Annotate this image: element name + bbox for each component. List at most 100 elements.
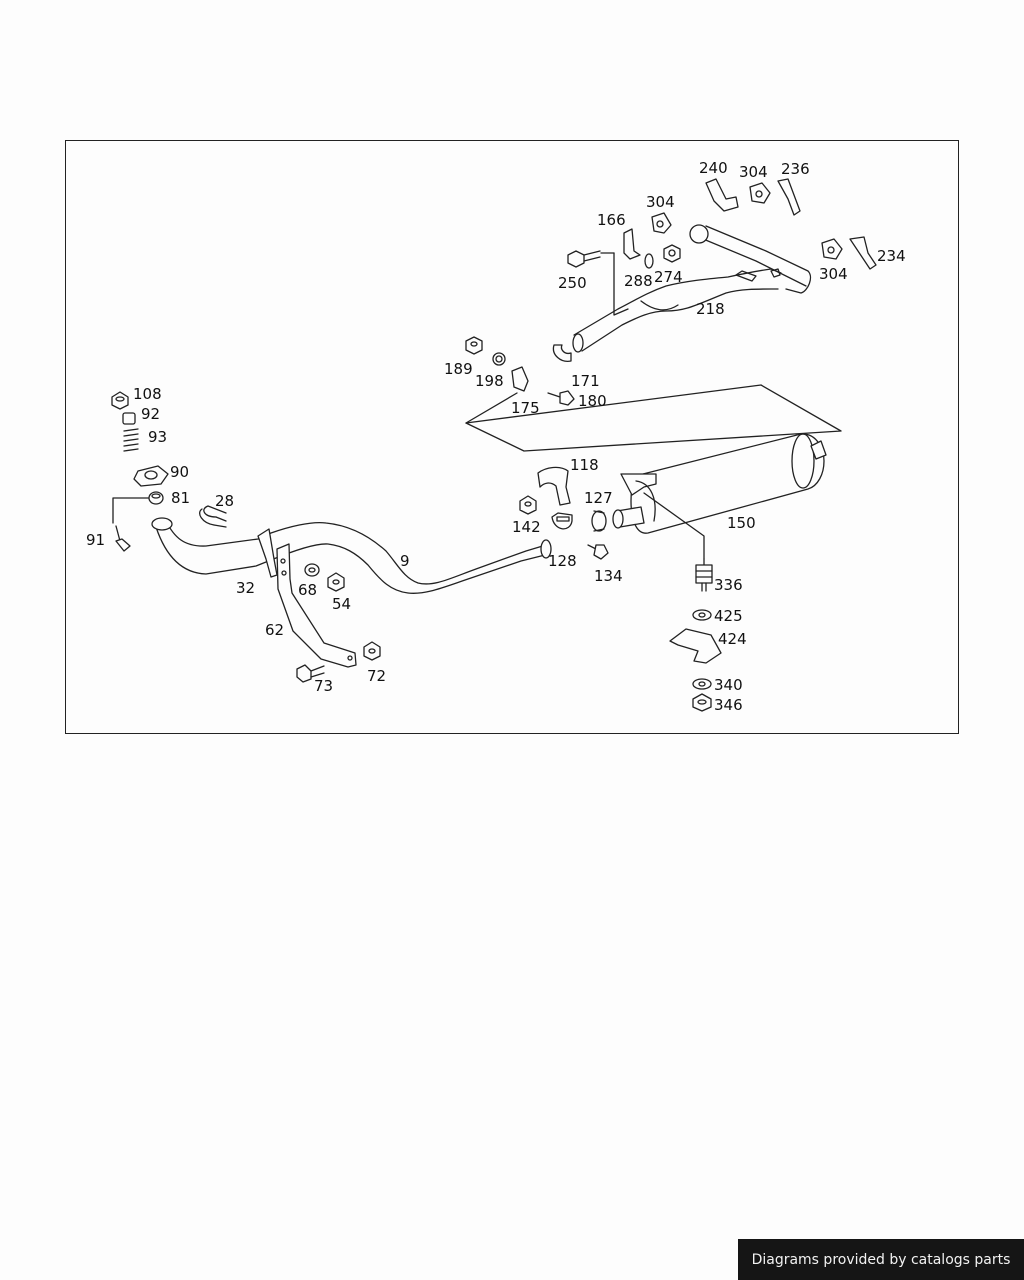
washer-425 bbox=[692, 609, 712, 621]
label-28: 28 bbox=[215, 492, 234, 510]
rubber-mount-304 bbox=[749, 182, 771, 204]
credit-text: Diagrams provided by catalogs parts bbox=[751, 1251, 1011, 1268]
clamp-171 bbox=[552, 344, 572, 362]
label-424: 424 bbox=[718, 630, 747, 648]
label-304: 304 bbox=[646, 193, 675, 211]
label-274: 274 bbox=[654, 268, 683, 286]
front-pipe-outline-upper bbox=[165, 520, 547, 585]
clamp-175 bbox=[511, 366, 529, 392]
washer-68 bbox=[304, 563, 320, 577]
bolt-73 bbox=[296, 664, 325, 683]
nut-142 bbox=[519, 495, 537, 515]
flange-gasket-90 bbox=[133, 465, 169, 487]
hanger-hole bbox=[281, 570, 287, 576]
hanger-bracket-62 bbox=[276, 543, 357, 668]
bolt-91 bbox=[115, 525, 131, 552]
leader-line bbox=[613, 252, 629, 316]
tailpipe-rear-loop bbox=[695, 225, 812, 294]
label-127: 127 bbox=[584, 489, 613, 507]
front-pipe-outline-lower bbox=[155, 526, 550, 594]
nut-346 bbox=[692, 693, 712, 712]
exhaust-diagram-frame: 240 304 236 304 166 234 304 250 288 274 … bbox=[65, 140, 959, 734]
nut-189 bbox=[465, 336, 483, 355]
label-336: 336 bbox=[714, 576, 743, 594]
rubber-mount-304 bbox=[651, 212, 672, 234]
label-81: 81 bbox=[171, 489, 190, 507]
muffler-heat-shield bbox=[620, 473, 657, 496]
label-73: 73 bbox=[314, 677, 333, 695]
muffler-strap bbox=[635, 480, 656, 522]
tailpipe-bracket bbox=[735, 270, 757, 282]
label-68: 68 bbox=[298, 581, 317, 599]
label-171: 171 bbox=[571, 372, 600, 390]
label-166: 166 bbox=[597, 211, 626, 229]
label-304: 304 bbox=[819, 265, 848, 283]
clamp-bracket-32 bbox=[257, 528, 278, 578]
nut-72 bbox=[363, 641, 381, 661]
label-92: 92 bbox=[141, 405, 160, 423]
tailpipe-heat-shield bbox=[640, 300, 679, 311]
leader-line bbox=[643, 492, 705, 560]
muffler-outlet-stub bbox=[810, 440, 827, 460]
nut-108 bbox=[111, 391, 129, 410]
label-54: 54 bbox=[332, 595, 351, 613]
label-340: 340 bbox=[714, 676, 743, 694]
muffler-inlet-opening bbox=[612, 509, 624, 529]
tailpipe-end bbox=[689, 224, 709, 244]
bolt-250 bbox=[567, 250, 601, 268]
tailpipe-outline-upper bbox=[573, 268, 782, 336]
leader-line bbox=[112, 497, 155, 524]
seal-ring-81 bbox=[148, 491, 164, 505]
label-180: 180 bbox=[578, 392, 607, 410]
bracket-166 bbox=[623, 228, 641, 260]
label-93: 93 bbox=[148, 428, 167, 446]
hanger-hole bbox=[347, 655, 353, 661]
bolt-180 bbox=[547, 390, 575, 406]
label-9: 9 bbox=[400, 552, 410, 570]
bracket-234 bbox=[849, 236, 877, 270]
tailpipe-outline-lower bbox=[581, 288, 779, 352]
label-218: 218 bbox=[696, 300, 725, 318]
clamp-128 bbox=[551, 512, 573, 530]
label-72: 72 bbox=[367, 667, 386, 685]
label-118: 118 bbox=[570, 456, 599, 474]
label-62: 62 bbox=[265, 621, 284, 639]
nut-54 bbox=[327, 572, 345, 592]
credit-banner: Diagrams provided by catalogs parts bbox=[738, 1239, 1024, 1280]
washer-288 bbox=[644, 253, 654, 269]
label-128: 128 bbox=[548, 552, 577, 570]
hanger-hole bbox=[280, 558, 286, 564]
bracket-424 bbox=[669, 628, 722, 664]
bracket-240 bbox=[705, 178, 739, 212]
label-346: 346 bbox=[714, 696, 743, 714]
label-236: 236 bbox=[781, 160, 810, 178]
exhaust-system-diagram: 240 304 236 304 166 234 304 250 288 274 … bbox=[86, 159, 906, 714]
label-175: 175 bbox=[511, 399, 540, 417]
clamp-127 bbox=[591, 510, 607, 532]
washer-92 bbox=[122, 412, 136, 425]
label-108: 108 bbox=[133, 385, 162, 403]
nut-274 bbox=[663, 244, 681, 263]
rubber-mount-336 bbox=[695, 558, 713, 592]
rubber-mount-304 bbox=[821, 238, 843, 260]
front-pipe-inlet bbox=[151, 517, 173, 531]
spring-93 bbox=[123, 428, 139, 452]
label-198: 198 bbox=[475, 372, 504, 390]
label-234: 234 bbox=[877, 247, 906, 265]
washer-198 bbox=[492, 352, 506, 366]
bolt-134 bbox=[587, 544, 609, 560]
front-pipe-outlet bbox=[540, 539, 552, 559]
label-142: 142 bbox=[512, 518, 541, 536]
leader-line bbox=[465, 392, 518, 424]
label-425: 425 bbox=[714, 607, 743, 625]
u-bolt-28 bbox=[199, 505, 227, 528]
label-90: 90 bbox=[170, 463, 189, 481]
washer-340 bbox=[692, 678, 712, 690]
label-304: 304 bbox=[739, 163, 768, 181]
assembly-outline bbox=[465, 384, 842, 452]
label-91: 91 bbox=[86, 531, 105, 549]
label-288: 288 bbox=[624, 272, 653, 290]
tailpipe-inlet bbox=[572, 333, 584, 353]
label-32: 32 bbox=[236, 579, 255, 597]
bracket-118 bbox=[537, 466, 571, 506]
